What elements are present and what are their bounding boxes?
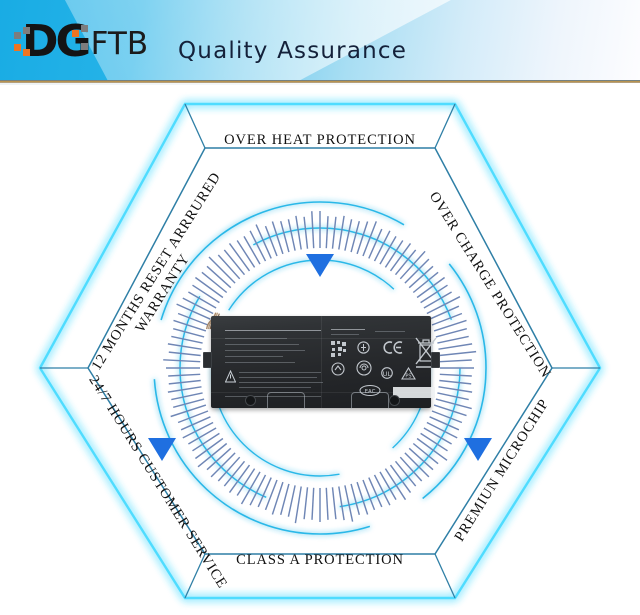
brand-logo: DG FTB [14,16,149,67]
logo-square-orange-2 [23,49,30,56]
battery-body: UL PS EAC [211,316,437,409]
logo-square-gray-2 [23,27,30,34]
radar-markers [148,254,492,461]
hexagon-diagram: OVER HEAT PROTECTION CLASS A PROTECTION … [0,86,640,615]
header-divider-gold [0,80,640,83]
battery-screw-left [245,395,256,406]
logo-square-orange-3 [72,30,79,37]
battery-tab-right [431,352,440,368]
battery-seam-h [211,338,431,339]
header-divider-light [0,83,640,85]
ul-mark-icon: UL [381,367,393,379]
label-class-a-protection: CLASS A PROTECTION [236,552,404,568]
radar-tick-marks [163,211,477,524]
marker-top-icon [306,254,334,277]
battery-spec-label [225,330,325,402]
marker-bottom-right-icon [464,438,492,461]
battery-product-image: UL PS EAC [203,310,440,412]
marker-bottom-left-icon [148,438,176,461]
battery-screw-right [389,395,400,406]
logo-square-orange-1 [14,44,21,51]
china-rohs-icon [356,360,372,376]
header-tagline: Quality Assurance [178,38,408,64]
logo-square-gray-1 [14,32,21,39]
logo-square-gray-3 [81,25,88,32]
certification-circle-icon [357,341,370,354]
pse-mark-icon: PS [401,367,416,380]
battery-seam-h2 [211,392,431,393]
hexagon-graphics [38,102,602,600]
warning-triangle-icon [225,370,236,383]
logo-square-gray-4 [81,43,88,50]
label-over-heat-protection: OVER HEAT PROTECTION [224,132,416,148]
logo-wordmark-dg: DG [22,16,92,67]
svg-text:PS: PS [405,374,411,380]
page-header: DG FTB Quality Assurance [0,0,640,80]
datamatrix-icon [331,341,346,357]
logo-wordmark-ftb: FTB [90,26,149,62]
svg-text:UL: UL [383,370,392,378]
battery-tab-left [203,352,212,368]
battery-cutout-left [267,392,305,409]
battery-serial-strip [393,387,435,398]
ce-mark-icon [383,341,403,354]
battery-seam-v [321,316,322,408]
battery-cutout-right [351,392,389,409]
recycle-icon [331,362,345,376]
hexagon-spokes [40,103,600,599]
